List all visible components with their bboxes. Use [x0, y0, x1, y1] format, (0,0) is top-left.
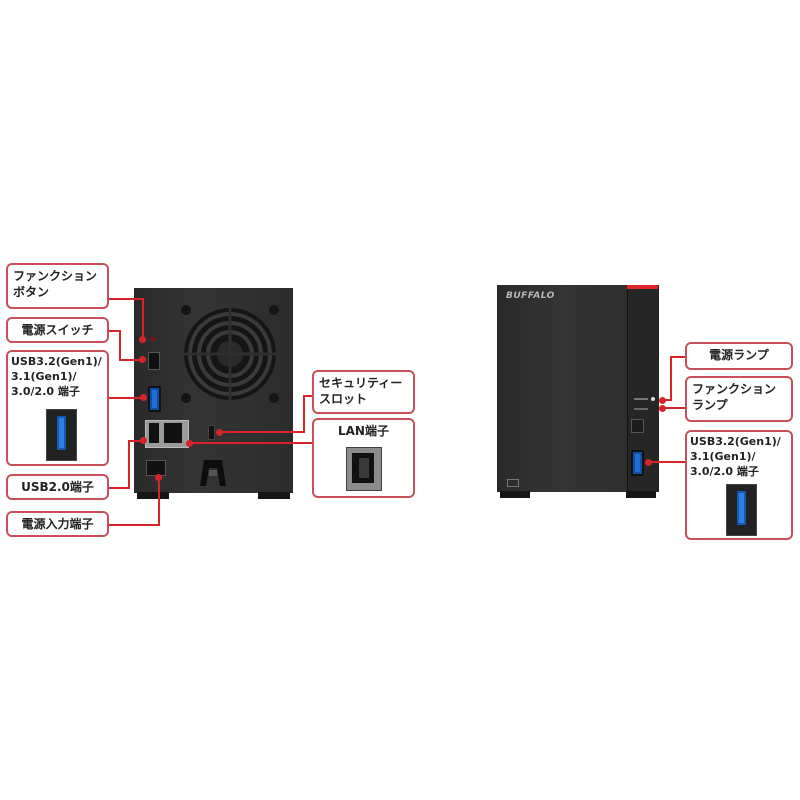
callout-label: ファンクション ランプ — [692, 382, 777, 412]
rear-foot-right — [258, 492, 290, 499]
lan-port-closeup-icon — [346, 447, 382, 491]
callout-label: 電源ランプ — [709, 348, 769, 362]
rear-usb2-port — [149, 423, 159, 443]
function-button-hole — [150, 337, 156, 341]
power-switch — [148, 352, 160, 370]
callout-front-usb3-port: USB3.2(Gen1)/ 3.1(Gen1)/ 3.0/2.0 端子 — [685, 430, 793, 540]
rear-lan-port — [164, 423, 182, 443]
fan-grille-icon — [181, 305, 279, 403]
front-foot-right — [626, 491, 656, 498]
callout-lan-port: LAN端子 — [312, 418, 415, 498]
callout-label: USB2.0端子 — [21, 480, 94, 494]
function-button — [631, 419, 644, 433]
brand-logo: BUFFALO — [506, 291, 555, 301]
callout-label: ファンクション ボタン — [13, 269, 98, 299]
callout-label: 電源スイッチ — [21, 323, 94, 337]
front-foot-left — [500, 491, 530, 498]
power-lamp — [634, 398, 648, 400]
power-lamp-light — [651, 397, 655, 401]
callout-rear-usb3-port: USB3.2(Gen1)/ 3.1(Gen1)/ 3.0/2.0 端子 — [6, 350, 109, 466]
rear-usb3-port — [148, 386, 161, 412]
security-slot — [208, 425, 215, 440]
front-badge — [507, 479, 519, 487]
callout-function-button: ファンクション ボタン — [6, 263, 109, 309]
rear-foot-left — [137, 492, 169, 499]
callout-power-switch: 電源スイッチ — [6, 317, 109, 343]
callout-function-lamp: ファンクション ランプ — [685, 376, 793, 422]
callout-label: 電源入力端子 — [21, 517, 94, 531]
callout-power-lamp: 電源ランプ — [685, 342, 793, 370]
callout-security-slot: セキュリティー スロット — [312, 370, 415, 414]
usb3-port-closeup-icon — [726, 484, 757, 536]
cable-hook-icon — [200, 460, 226, 486]
callout-label: USB3.2(Gen1)/ 3.1(Gen1)/ 3.0/2.0 端子 — [11, 355, 102, 398]
function-lamp — [634, 408, 648, 410]
front-top-red-accent — [627, 285, 658, 289]
callout-label: LAN端子 — [338, 424, 389, 438]
callout-label: USB3.2(Gen1)/ 3.1(Gen1)/ 3.0/2.0 端子 — [690, 435, 781, 478]
callout-power-input: 電源入力端子 — [6, 511, 109, 537]
callout-usb2-port: USB2.0端子 — [6, 474, 109, 500]
front-usb3-port — [631, 450, 644, 476]
usb3-port-closeup-icon — [46, 409, 77, 461]
callout-label: セキュリティー スロット — [319, 376, 403, 406]
